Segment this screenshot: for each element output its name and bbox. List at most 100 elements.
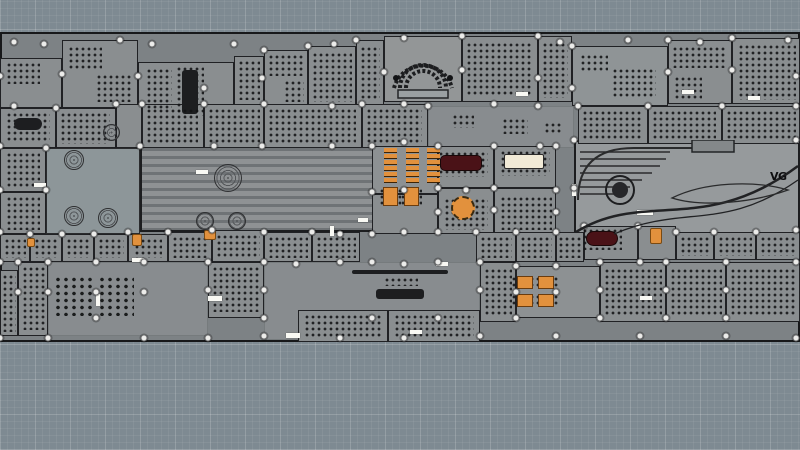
grip-handle[interactable] xyxy=(552,332,560,340)
grip-handle[interactable] xyxy=(400,138,408,146)
grip-handle[interactable] xyxy=(536,142,544,150)
grip-handle[interactable] xyxy=(400,34,408,42)
grip-handle[interactable] xyxy=(792,102,800,110)
grip-handle[interactable] xyxy=(258,142,266,150)
grip-handle[interactable] xyxy=(570,136,578,144)
grip-handle[interactable] xyxy=(434,208,442,216)
grip-handle[interactable] xyxy=(792,72,800,80)
grip-handle[interactable] xyxy=(728,34,736,42)
grip-handle[interactable] xyxy=(92,288,100,296)
grip-handle[interactable] xyxy=(140,288,148,296)
grip-handle[interactable] xyxy=(552,228,560,236)
grip-handle[interactable] xyxy=(40,40,48,48)
grip-handle[interactable] xyxy=(490,100,498,108)
grip-handle[interactable] xyxy=(434,314,442,322)
grip-handle[interactable] xyxy=(10,38,18,46)
grip-handle[interactable] xyxy=(424,102,432,110)
grip-handle[interactable] xyxy=(512,228,520,236)
grip-handle[interactable] xyxy=(718,102,726,110)
grip-handle[interactable] xyxy=(512,314,520,322)
grip-handle[interactable] xyxy=(458,66,466,74)
grip-handle[interactable] xyxy=(42,144,50,152)
grip-handle[interactable] xyxy=(368,230,376,238)
grip-handle[interactable] xyxy=(570,184,578,192)
grip-handle[interactable] xyxy=(552,288,560,296)
grip-handle[interactable] xyxy=(328,142,336,150)
grip-handle[interactable] xyxy=(136,142,144,150)
grip-handle[interactable] xyxy=(434,142,442,150)
grip-handle[interactable] xyxy=(458,32,466,40)
grip-handle[interactable] xyxy=(140,334,148,342)
grip-handle[interactable] xyxy=(568,84,576,92)
grip-handle[interactable] xyxy=(434,184,442,192)
grip-handle[interactable] xyxy=(552,142,560,150)
grip-handle[interactable] xyxy=(722,258,730,266)
grip-handle[interactable] xyxy=(336,230,344,238)
grip-handle[interactable] xyxy=(534,102,542,110)
grip-handle[interactable] xyxy=(490,142,498,150)
grip-handle[interactable] xyxy=(568,42,576,50)
grip-handle[interactable] xyxy=(368,258,376,266)
grip-handle[interactable] xyxy=(148,40,156,48)
grip-handle[interactable] xyxy=(330,40,338,48)
grip-handle[interactable] xyxy=(400,100,408,108)
grip-handle[interactable] xyxy=(434,228,442,236)
grip-handle[interactable] xyxy=(462,186,470,194)
grip-handle[interactable] xyxy=(58,230,66,238)
grip-handle[interactable] xyxy=(260,46,268,54)
grip-handle[interactable] xyxy=(792,334,800,342)
grip-handle[interactable] xyxy=(476,332,484,340)
grip-handle[interactable] xyxy=(210,142,218,150)
grip-handle[interactable] xyxy=(116,36,124,44)
grip-handle[interactable] xyxy=(636,332,644,340)
grip-handle[interactable] xyxy=(662,314,670,322)
grip-handle[interactable] xyxy=(552,208,560,216)
grip-handle[interactable] xyxy=(792,258,800,266)
grip-handle[interactable] xyxy=(710,228,718,236)
grip-handle[interactable] xyxy=(664,68,672,76)
grip-handle[interactable] xyxy=(728,66,736,74)
grip-handle[interactable] xyxy=(368,314,376,322)
grip-handle[interactable] xyxy=(336,334,344,342)
grip-handle[interactable] xyxy=(512,262,520,270)
grip-handle[interactable] xyxy=(14,258,22,266)
grip-handle[interactable] xyxy=(230,40,238,48)
grip-handle[interactable] xyxy=(52,104,60,112)
grip-handle[interactable] xyxy=(476,286,484,294)
grip-handle[interactable] xyxy=(328,102,336,110)
grip-handle[interactable] xyxy=(574,102,582,110)
grip-handle[interactable] xyxy=(534,74,542,82)
grip-handle[interactable] xyxy=(792,226,800,234)
grip-handle[interactable] xyxy=(138,100,146,108)
grip-handle[interactable] xyxy=(0,334,4,342)
grip-handle[interactable] xyxy=(722,286,730,294)
grip-handle[interactable] xyxy=(44,288,52,296)
grip-handle[interactable] xyxy=(204,334,212,342)
grip-handle[interactable] xyxy=(336,258,344,266)
grip-handle[interactable] xyxy=(368,142,376,150)
grip-handle[interactable] xyxy=(14,288,22,296)
grip-handle[interactable] xyxy=(140,258,148,266)
grip-handle[interactable] xyxy=(662,258,670,266)
grip-handle[interactable] xyxy=(200,84,208,92)
grip-handle[interactable] xyxy=(476,258,484,266)
grip-handle[interactable] xyxy=(644,102,652,110)
grip-handle[interactable] xyxy=(44,258,52,266)
grip-handle[interactable] xyxy=(204,286,212,294)
grip-handle[interactable] xyxy=(92,314,100,322)
grip-handle[interactable] xyxy=(784,36,792,44)
grip-handle[interactable] xyxy=(556,38,564,46)
grip-handle[interactable] xyxy=(352,36,360,44)
grip-handle[interactable] xyxy=(258,74,266,82)
grip-handle[interactable] xyxy=(164,228,172,236)
grip-handle[interactable] xyxy=(0,72,4,80)
grip-handle[interactable] xyxy=(400,334,408,342)
grip-handle[interactable] xyxy=(124,228,132,236)
grip-handle[interactable] xyxy=(0,186,4,194)
grip-handle[interactable] xyxy=(112,100,120,108)
grip-handle[interactable] xyxy=(26,230,34,238)
grip-handle[interactable] xyxy=(696,38,704,46)
grip-handle[interactable] xyxy=(636,258,644,266)
grip-handle[interactable] xyxy=(434,258,442,266)
